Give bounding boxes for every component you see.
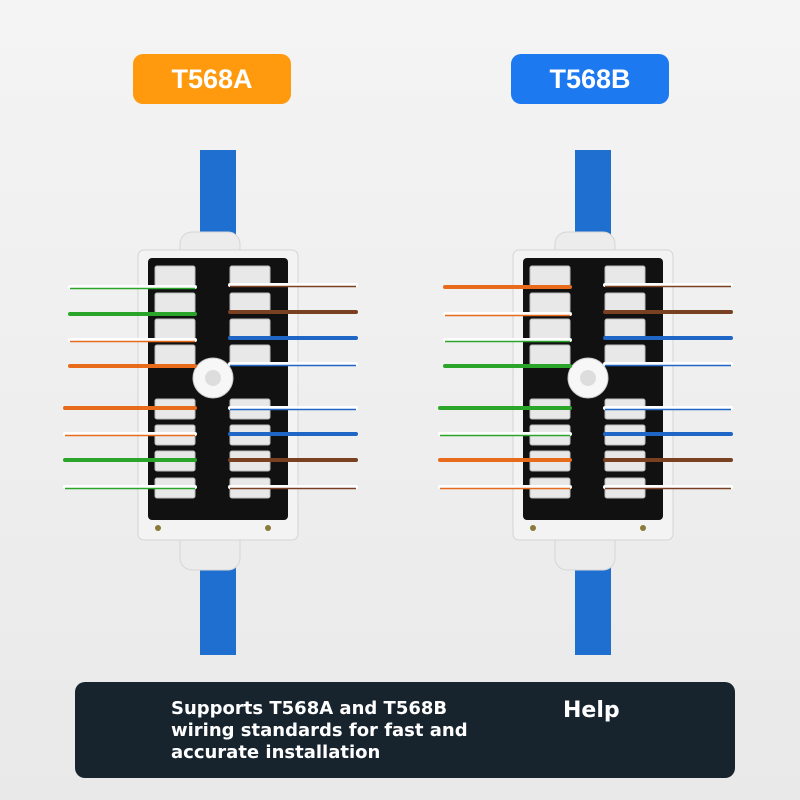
idc-terminal-left bbox=[529, 292, 571, 314]
idc-terminal-left bbox=[529, 344, 571, 366]
screw bbox=[530, 525, 536, 531]
idc-terminal-left bbox=[154, 318, 196, 340]
idc-terminal-left bbox=[154, 265, 196, 287]
idc-terminal-left bbox=[154, 292, 196, 314]
t568a-junction-box-illustration bbox=[63, 150, 358, 655]
center-post-hole bbox=[205, 370, 221, 386]
center-post-hole bbox=[580, 370, 596, 386]
footer-description: Supports T568A and T568B wiring standard… bbox=[171, 698, 468, 763]
idc-terminal-left bbox=[529, 265, 571, 287]
help-button[interactable]: Help bbox=[563, 698, 620, 723]
screw bbox=[640, 525, 646, 531]
screw bbox=[265, 525, 271, 531]
t568b-badge: T568B bbox=[511, 54, 669, 104]
idc-terminal-left bbox=[529, 318, 571, 340]
idc-terminal-left bbox=[154, 344, 196, 366]
t568b-junction-box-illustration bbox=[438, 150, 733, 655]
screw bbox=[155, 525, 161, 531]
t568a-badge: T568A bbox=[133, 54, 291, 104]
footer-banner: Supports T568A and T568B wiring standard… bbox=[75, 682, 735, 778]
